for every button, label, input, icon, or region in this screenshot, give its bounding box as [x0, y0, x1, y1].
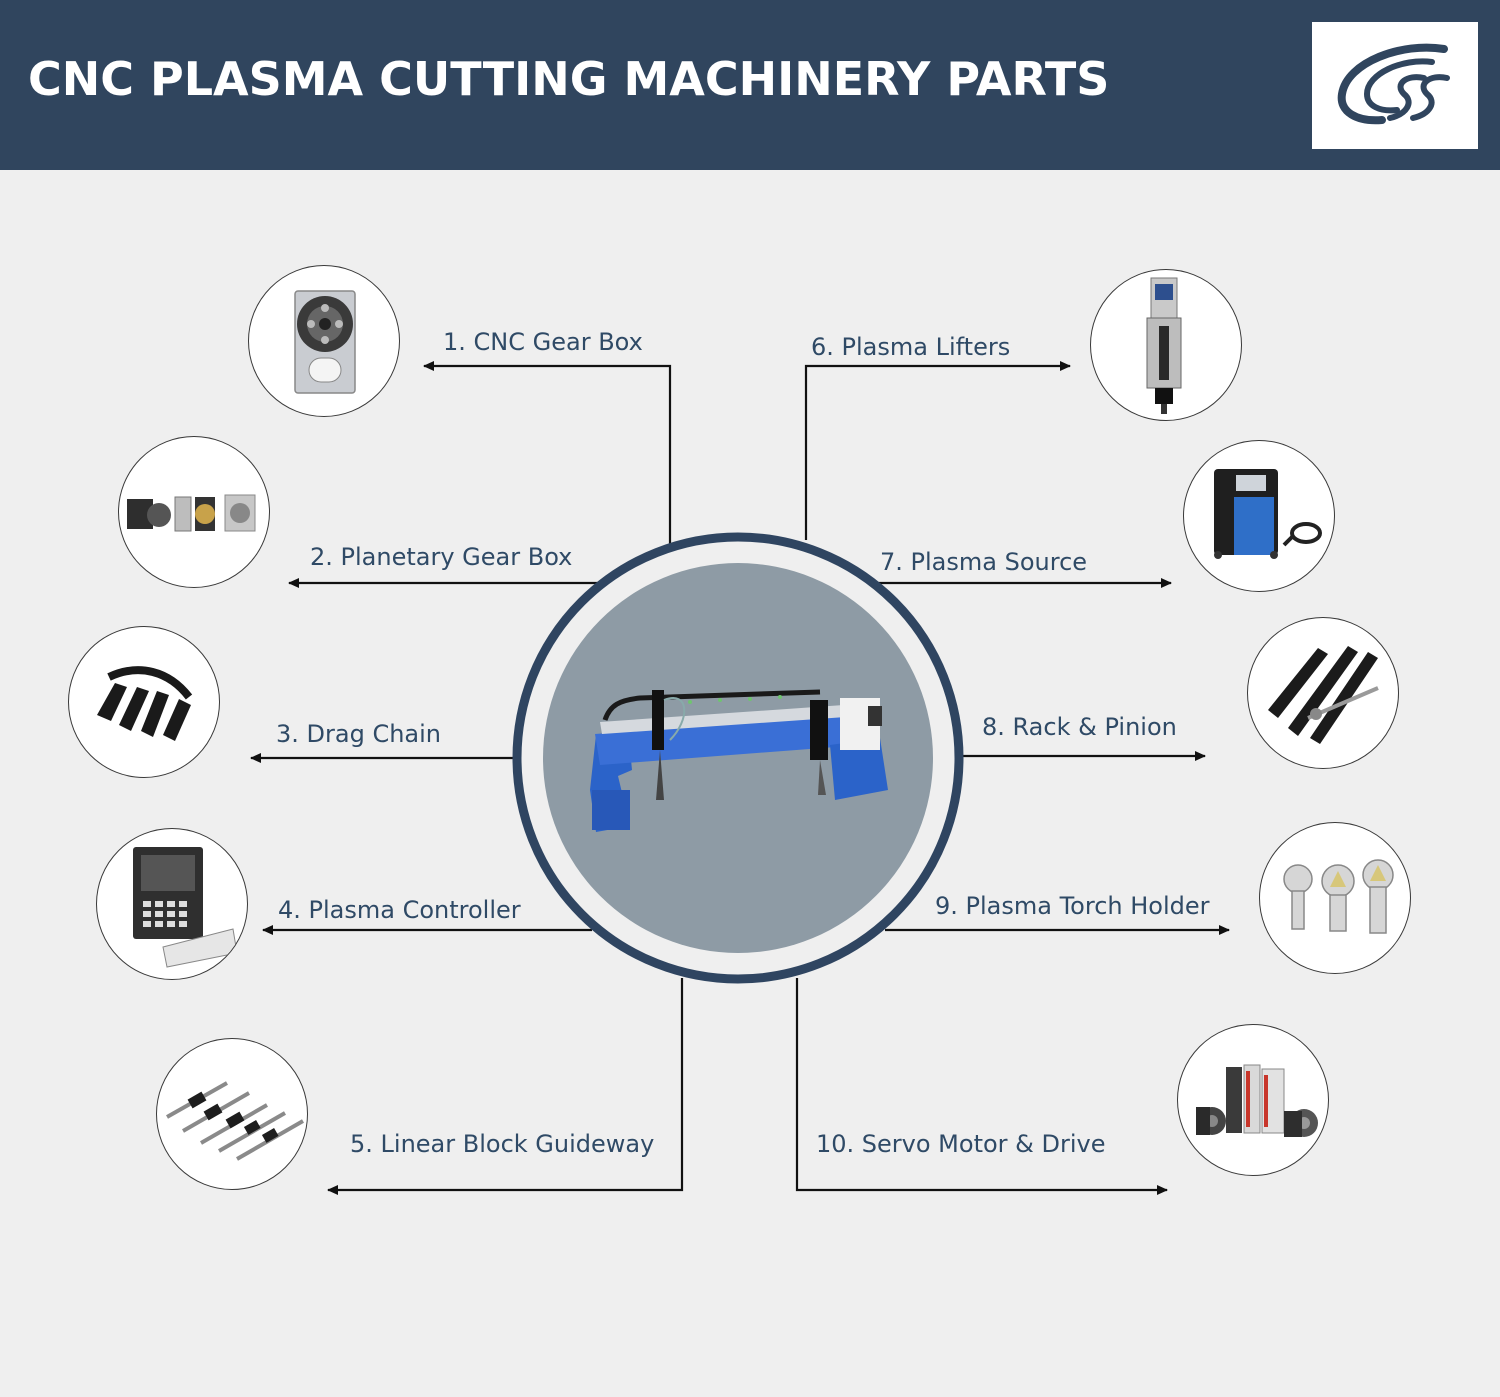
part-label-servo-motor-drive: 10. Servo Motor & Drive — [816, 1130, 1106, 1158]
connector-line-6 — [804, 361, 1071, 540]
css-swoosh-logo-icon — [1337, 43, 1450, 125]
part-label-linear-guideway: 5. Linear Block Guideway — [350, 1130, 655, 1158]
page-title: CNC PLASMA CUTTING MACHINERY PARTS — [28, 52, 1110, 106]
rack-pinion-icon — [1268, 646, 1379, 744]
servo-motor-drive-icon — [1196, 1064, 1318, 1137]
planetary-gear-box-icon — [127, 494, 256, 532]
header-bar: CNC PLASMA CUTTING MACHINERY PARTS — [0, 0, 1500, 170]
part-label-drag-chain: 3. Drag Chain — [276, 720, 441, 748]
connector-line-1 — [423, 361, 672, 545]
torch-holder-icon — [1283, 859, 1394, 934]
part-circle-planetary-gear-box — [118, 436, 270, 588]
connector-line-5 — [327, 978, 684, 1195]
plasma-source-icon — [1214, 469, 1322, 559]
part-label-plasma-lifters: 6. Plasma Lifters — [811, 333, 1011, 361]
part-label-torch-holder: 9. Plasma Torch Holder — [935, 892, 1210, 920]
part-circle-drag-chain — [68, 626, 220, 778]
part-label-plasma-source: 7. Plasma Source — [880, 548, 1088, 576]
part-circle-plasma-source — [1183, 440, 1335, 592]
part-circle-plasma-lifters — [1090, 269, 1242, 421]
connector-line-10 — [795, 978, 1168, 1195]
part-circle-linear-guideway — [156, 1038, 308, 1190]
plasma-lifter-icon — [1146, 277, 1182, 414]
part-label-planetary-gear-box: 2. Planetary Gear Box — [310, 543, 573, 571]
part-circle-torch-holder — [1259, 822, 1411, 974]
cnc-gear-box-icon — [294, 290, 356, 394]
part-circle-plasma-controller — [96, 828, 248, 980]
drag-chain-icon — [97, 666, 193, 741]
part-circle-rack-pinion — [1247, 617, 1399, 769]
center-disc — [543, 563, 933, 953]
company-logo — [1312, 22, 1478, 149]
part-circle-cnc-gear-box — [248, 265, 400, 417]
plasma-controller-icon — [133, 847, 238, 968]
linear-guideway-icon — [166, 1081, 304, 1161]
part-circle-servo-motor-drive — [1177, 1024, 1329, 1176]
cnc-plasma-cutting-machine-icon — [590, 689, 888, 832]
part-label-plasma-controller: 4. Plasma Controller — [278, 896, 521, 924]
part-label-rack-pinion: 8. Rack & Pinion — [982, 713, 1177, 741]
part-label-cnc-gear-box: 1. CNC Gear Box — [443, 328, 643, 356]
